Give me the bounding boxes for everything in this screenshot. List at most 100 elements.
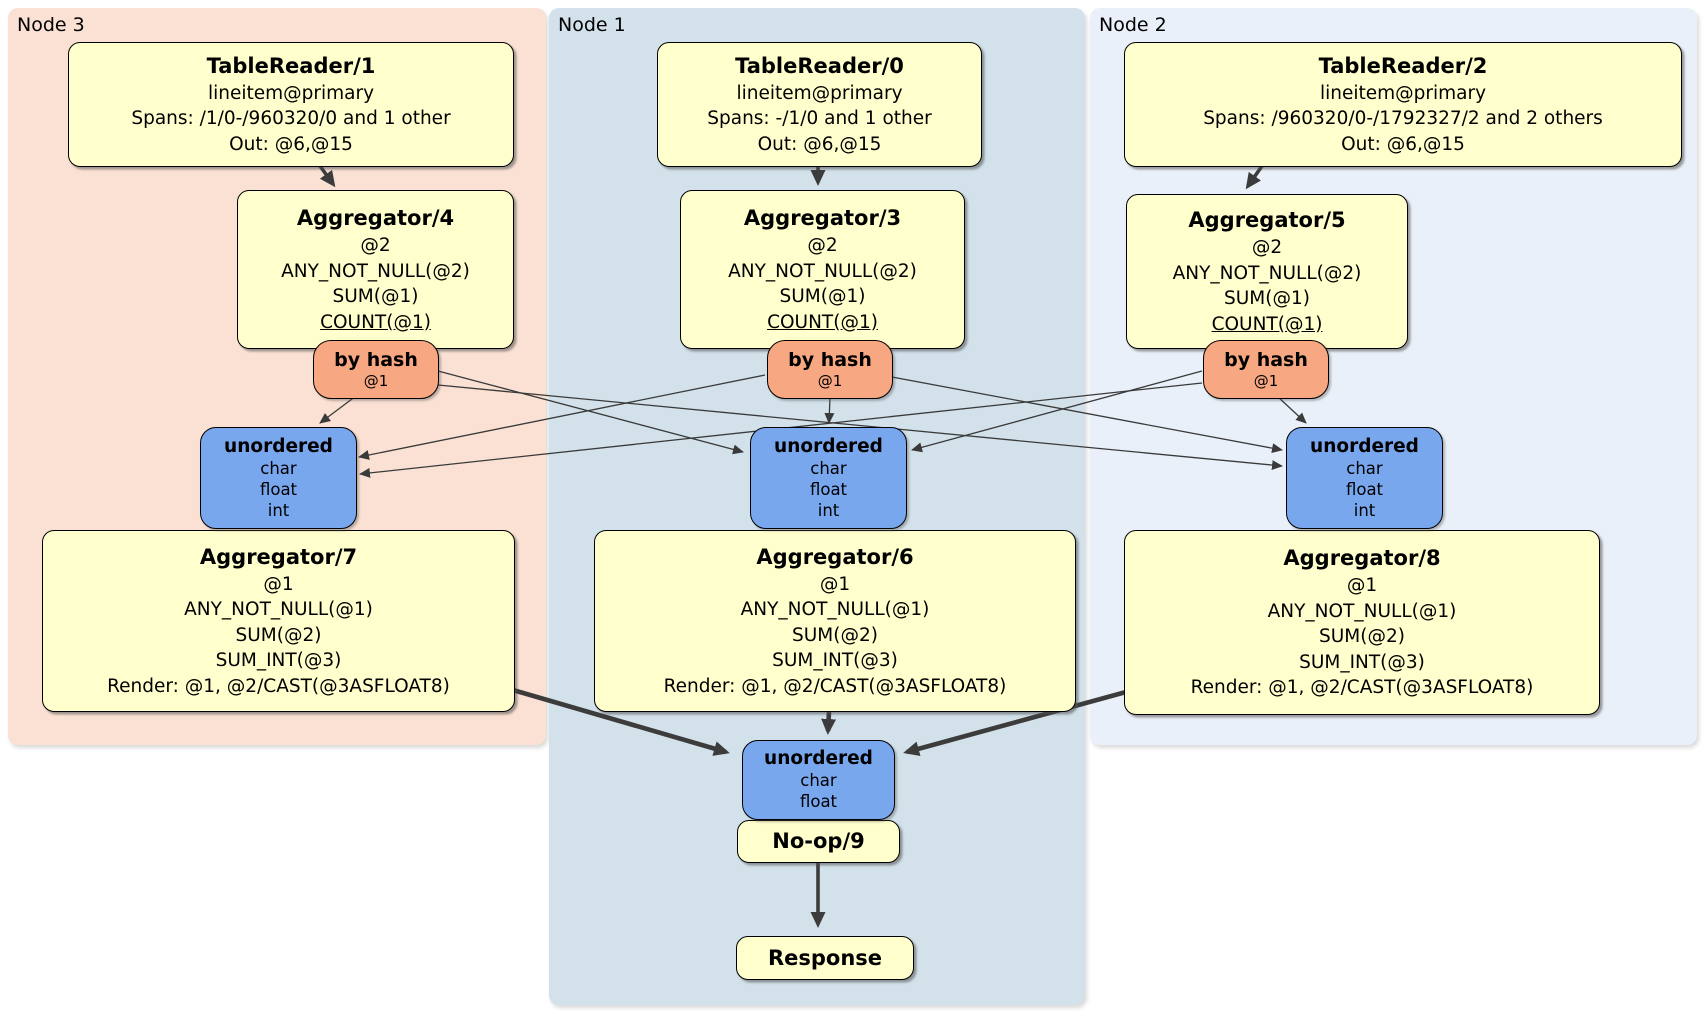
- hash-router-node2-key: @1: [1253, 372, 1279, 390]
- aggregator-3-expr: SUM(@1): [779, 286, 866, 307]
- edge-hash1-to-sync2: [891, 376, 1283, 454]
- node2-label: Node 2: [1099, 14, 1167, 36]
- hash-router-node3-title: by hash: [334, 349, 418, 371]
- response-title: Response: [767, 945, 883, 970]
- aggregator-3-box: Aggregator/3 @2 ANY_NOT_NULL(@2) SUM(@1)…: [680, 190, 965, 349]
- unordered-sync-final-title: unordered: [764, 748, 873, 769]
- unordered-sync-node1: unordered char float int: [750, 427, 907, 529]
- aggregator-5-groupcols: @2: [1251, 237, 1283, 258]
- arrow-tablereader2-to-aggregator5: [1245, 164, 1264, 190]
- edge-hash3-to-sync2: [437, 384, 1283, 471]
- sync-col-type: float: [1345, 479, 1384, 499]
- aggregator-7-expr: SUM_INT(@3): [215, 650, 342, 672]
- sync-col-type: float: [799, 792, 838, 811]
- aggregator-6-groupcols: @1: [819, 573, 851, 595]
- unordered-sync-node3-title: unordered: [224, 435, 333, 457]
- aggregator-7-expr: ANY_NOT_NULL(@1): [184, 599, 373, 621]
- aggregator-3-expr: COUNT(@1): [767, 311, 878, 333]
- aggregator-6-expr: SUM(@2): [792, 624, 878, 646]
- hash-router-node1: by hash @1: [767, 340, 893, 399]
- aggregator-5-expr: SUM(@1): [1224, 288, 1310, 309]
- tablereader-1-out: Out: @6,@15: [229, 133, 353, 155]
- aggregator-3-expr: ANY_NOT_NULL(@2): [728, 260, 917, 282]
- hash-router-node3: by hash @1: [313, 340, 439, 399]
- aggregator-4-groupcols: @2: [360, 235, 391, 256]
- sync-col-type: int: [267, 500, 290, 520]
- arrow-aggregator8-to-final-sync: [903, 689, 1127, 757]
- unordered-sync-node3: unordered char float int: [200, 427, 357, 529]
- tablereader-0-title: TableReader/0: [735, 53, 904, 78]
- aggregator-8-box: Aggregator/8 @1 ANY_NOT_NULL(@1) SUM(@2)…: [1124, 530, 1600, 715]
- response-box: Response: [736, 936, 914, 980]
- aggregator-3-title: Aggregator/3: [743, 206, 902, 230]
- aggregator-4-title: Aggregator/4: [296, 206, 455, 230]
- unordered-sync-node2: unordered char float int: [1286, 427, 1443, 529]
- noop-9-title: No-op/9: [772, 829, 865, 853]
- aggregator-4-expr: ANY_NOT_NULL(@2): [281, 260, 470, 282]
- aggregator-4-box: Aggregator/4 @2 ANY_NOT_NULL(@2) SUM(@1)…: [237, 190, 514, 349]
- hash-router-node1-title: by hash: [788, 349, 872, 371]
- sync-col-type: float: [809, 479, 848, 499]
- aggregator-7-title: Aggregator/7: [199, 544, 358, 569]
- tablereader-1-title: TableReader/1: [206, 53, 376, 78]
- aggregator-7-expr: SUM(@2): [235, 624, 322, 646]
- noop-9-box: No-op/9: [737, 820, 900, 863]
- aggregator-8-expr: SUM(@2): [1319, 626, 1405, 648]
- tablereader-2-box: TableReader/2 lineitem@primary Spans: /9…: [1124, 42, 1682, 167]
- sync-col-type: int: [817, 500, 840, 520]
- node1-label: Node 1: [558, 14, 626, 36]
- aggregator-7-render: Render: @1, @2/CAST(@3ASFLOAT8): [107, 675, 450, 697]
- hash-router-node2: by hash @1: [1203, 340, 1329, 399]
- tablereader-1-spans: Spans: /1/0-/960320/0 and 1 other: [131, 108, 451, 130]
- aggregator-6-expr: SUM_INT(@3): [772, 650, 898, 672]
- sync-col-type: char: [1346, 458, 1383, 478]
- aggregator-8-expr: SUM_INT(@3): [1299, 651, 1425, 673]
- aggregator-4-expr: SUM(@1): [332, 286, 419, 307]
- hash-router-node3-key: @1: [363, 372, 389, 390]
- tablereader-2-title: TableReader/2: [1318, 53, 1488, 78]
- hash-router-node1-key: @1: [817, 372, 843, 390]
- sync-col-type: float: [259, 479, 298, 499]
- tablereader-0-box: TableReader/0 lineitem@primary Spans: -/…: [657, 42, 982, 167]
- aggregator-6-expr: ANY_NOT_NULL(@1): [740, 599, 930, 621]
- aggregator-5-box: Aggregator/5 @2 ANY_NOT_NULL(@2) SUM(@1)…: [1126, 194, 1408, 349]
- sync-col-type: int: [1353, 500, 1376, 520]
- sync-col-type: char: [810, 458, 847, 478]
- aggregator-8-title: Aggregator/8: [1283, 546, 1441, 571]
- tablereader-0-out: Out: @6,@15: [757, 133, 882, 155]
- unordered-sync-node1-title: unordered: [774, 435, 883, 457]
- arrow-aggregator6-to-final-sync: [821, 711, 837, 735]
- aggregator-5-expr: COUNT(@1): [1211, 313, 1323, 335]
- aggregator-5-title: Aggregator/5: [1188, 208, 1346, 232]
- edge-hash3-to-sync1: [437, 370, 744, 455]
- aggregator-7-box: Aggregator/7 @1 ANY_NOT_NULL(@1) SUM(@2)…: [42, 530, 515, 712]
- aggregator-6-render: Render: @1, @2/CAST(@3ASFLOAT8): [663, 675, 1007, 697]
- edge-hash1-to-sync3: [358, 374, 766, 460]
- aggregator-7-groupcols: @1: [263, 573, 294, 595]
- edge-hash1-to-sync1: [824, 396, 835, 424]
- edge-hash2-to-sync1: [911, 370, 1203, 453]
- edge-hash3-to-sync3: [319, 395, 357, 424]
- sync-col-type: char: [260, 458, 297, 478]
- aggregator-3-groupcols: @2: [807, 235, 838, 256]
- edge-hash2-to-sync2: [1276, 395, 1307, 424]
- aggregator-8-expr: ANY_NOT_NULL(@1): [1267, 600, 1457, 622]
- aggregator-6-title: Aggregator/6: [756, 544, 914, 569]
- unordered-sync-node2-title: unordered: [1310, 435, 1419, 457]
- tablereader-2-out: Out: @6,@15: [1341, 133, 1465, 155]
- tablereader-0-index: lineitem@primary: [736, 82, 903, 104]
- aggregator-4-expr: COUNT(@1): [320, 311, 431, 333]
- aggregator-6-box: Aggregator/6 @1 ANY_NOT_NULL(@1) SUM(@2)…: [594, 530, 1076, 712]
- tablereader-1-box: TableReader/1 lineitem@primary Spans: /1…: [68, 42, 514, 167]
- arrow-aggregator7-to-final-sync: [505, 685, 730, 756]
- aggregator-5-expr: ANY_NOT_NULL(@2): [1172, 262, 1362, 284]
- tablereader-2-spans: Spans: /960320/0-/1792327/2 and 2 others: [1203, 108, 1603, 130]
- unordered-sync-final: unordered char float: [742, 740, 895, 820]
- tablereader-2-index: lineitem@primary: [1319, 82, 1487, 104]
- tablereader-1-index: lineitem@primary: [207, 82, 375, 104]
- tablereader-0-spans: Spans: -/1/0 and 1 other: [707, 108, 932, 130]
- aggregator-8-render: Render: @1, @2/CAST(@3ASFLOAT8): [1190, 677, 1534, 699]
- node3-label: Node 3: [17, 14, 85, 36]
